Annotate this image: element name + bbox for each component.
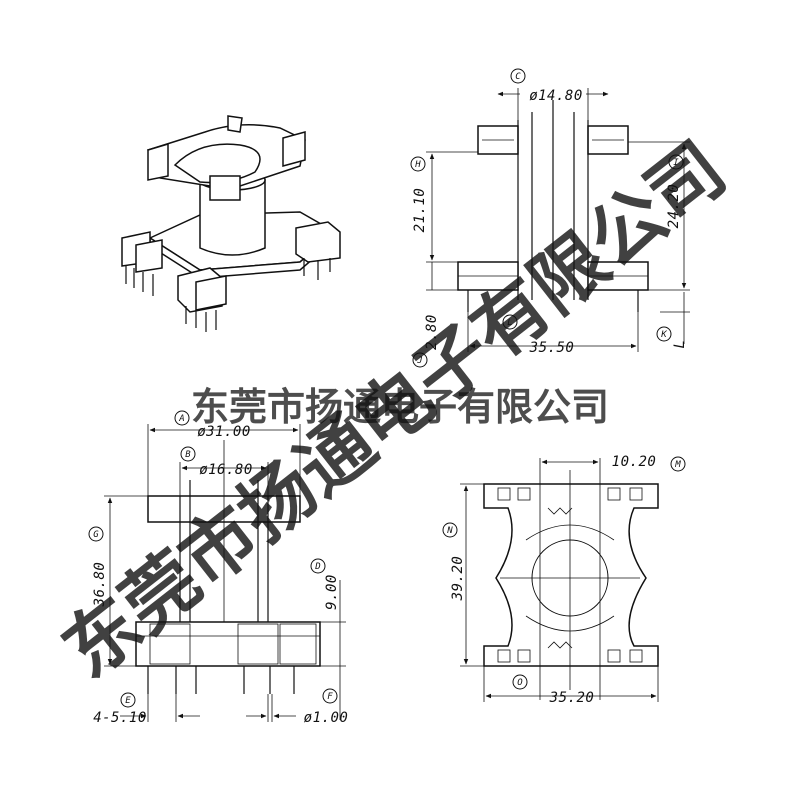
dim-n-letter: N <box>446 526 453 536</box>
dim-g-letter: G <box>93 530 99 540</box>
dim-e-marker <box>120 692 136 708</box>
dim-c-value: ø14.80 <box>529 88 583 104</box>
dim-c-letter: C <box>515 72 521 82</box>
dim-i-value: 24.20 <box>666 184 682 229</box>
dim-b-marker <box>180 446 196 462</box>
dim-f-marker <box>322 688 338 704</box>
side-view <box>426 88 690 352</box>
dim-i-marker <box>668 154 684 170</box>
dim-d-marker <box>310 558 326 574</box>
dim-j-marker <box>412 352 428 368</box>
dim-i-letter: I <box>673 158 679 168</box>
dim-a-value: ø31.00 <box>197 424 251 440</box>
watermark-diagonal: 东莞市扬通电子有限公司 <box>47 126 741 695</box>
dim-l-letter: L <box>507 318 512 328</box>
dim-j-letter: J <box>416 356 422 366</box>
dim-d-value: 9.00 <box>324 574 340 610</box>
dim-k-letter: K <box>660 330 667 340</box>
dim-k-marker <box>656 326 672 342</box>
dim-g-value: 36.80 <box>92 562 108 608</box>
dim-a-marker <box>174 410 190 426</box>
dim-f-value: ø1.00 <box>304 710 349 726</box>
dim-b-value: ø16.80 <box>199 462 253 478</box>
dim-o-value: 35.20 <box>549 690 595 706</box>
dim-e-letter: E <box>125 696 131 706</box>
dim-j-value: 2.80 <box>424 314 440 350</box>
dim-g-marker <box>88 526 104 542</box>
dim-h-marker <box>410 156 426 172</box>
dim-d-letter: D <box>314 562 320 572</box>
dim-f-letter: F <box>327 692 333 702</box>
dim-h-letter: H <box>414 160 421 170</box>
dim-m-marker <box>670 456 686 472</box>
bottom-view <box>460 458 659 702</box>
dim-a-letter: A <box>178 414 184 424</box>
dim-c-marker <box>510 68 526 84</box>
dim-width-value: 35.50 <box>529 340 575 356</box>
watermark-horizontal: 东莞市扬通电子有限公司 <box>191 385 609 429</box>
dim-e-value: 4-5.10 <box>93 710 147 726</box>
dim-n-value: 39.20 <box>450 556 466 602</box>
dimension-labels: C ø14.80 H 21.10 I 24.20 L 35.50 J 2.80 … <box>88 68 688 726</box>
dim-l-marker <box>502 314 518 330</box>
dim-b-letter: B <box>185 450 191 460</box>
dim-o-marker <box>512 674 528 690</box>
dim-h-value: 21.10 <box>412 188 428 233</box>
front-view <box>104 424 346 722</box>
dim-n-marker <box>442 522 458 538</box>
isometric-view <box>121 115 341 332</box>
dim-o-letter: O <box>517 678 523 688</box>
dim-m-value: 10.20 <box>612 454 657 470</box>
dim-m-letter: M <box>674 460 681 470</box>
dim-k-value: L <box>672 340 688 349</box>
